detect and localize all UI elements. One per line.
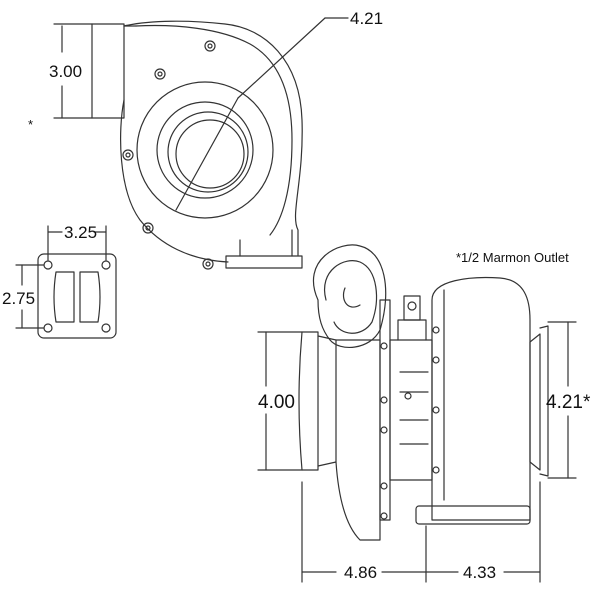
flange-port-right	[79, 271, 101, 323]
outlet-flange	[225, 255, 303, 269]
compressor-inlet-label: 4.00	[258, 392, 295, 413]
turbine-length-label: 4.33	[463, 563, 497, 582]
compressor-length-label: 4.86	[344, 563, 378, 582]
volute-outline	[123, 20, 303, 256]
flange-height-label: 2.75	[2, 289, 36, 308]
bore-outer	[156, 101, 254, 199]
turbine-outlet-flange	[529, 333, 541, 471]
inlet-tube	[91, 23, 125, 119]
turbo-side-view	[257, 244, 577, 583]
flange-outline	[37, 253, 117, 339]
housing-outer-circle	[136, 81, 274, 219]
turbine-inlet-flange	[15, 225, 117, 339]
compressor-scroll	[312, 244, 387, 348]
oil-inlet-fitting	[403, 295, 421, 321]
compressor-body	[335, 339, 381, 541]
turbine-outlet-label: 4.21*	[546, 392, 591, 413]
footnote-marker: *	[28, 117, 34, 132]
turbine-housing	[431, 276, 531, 521]
turbine-foot-flange	[415, 505, 531, 525]
flange-width-label: 3.25	[64, 223, 98, 242]
bore-diameter-leader	[175, 97, 239, 211]
compressor-outlet-diameter-label: 4.21	[350, 9, 384, 28]
marmon-outlet-note: *1/2 Marmon Outlet	[456, 250, 569, 265]
flange-port-left	[53, 271, 75, 323]
compressor-inlet-lip	[298, 331, 319, 471]
bore-inner	[175, 119, 245, 189]
inlet-height-label: 3.00	[49, 62, 83, 81]
center-housing	[389, 339, 433, 481]
compressor-housing-top-view	[53, 17, 349, 270]
